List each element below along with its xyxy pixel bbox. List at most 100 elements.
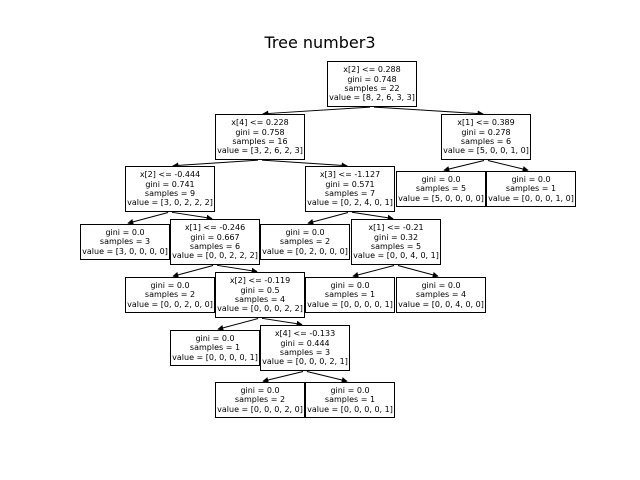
node-line: gini = 0.0 <box>330 385 370 395</box>
node-line: value = [0, 0, 4, 0, 0] <box>398 299 484 309</box>
node-line: samples = 4 <box>234 295 286 304</box>
node-line: value = [8, 2, 6, 3, 3] <box>329 93 415 103</box>
tree-edge <box>443 159 485 172</box>
node-line: samples = 3 <box>279 348 331 357</box>
node-line: x[2] <= 0.288 <box>343 65 401 75</box>
node-line: value = [5, 0, 0, 1, 0] <box>443 146 529 156</box>
tree-edge <box>352 265 395 278</box>
node-line: value = [3, 2, 6, 2, 3] <box>217 146 303 156</box>
node-line: value = [0, 0, 2, 2, 2] <box>172 251 258 261</box>
tree-edge <box>172 159 259 169</box>
node-line: gini = 0.0 <box>421 174 461 184</box>
node-line: gini = 0.0 <box>240 385 280 395</box>
node-line: value = [0, 2, 0, 0, 0] <box>262 246 348 256</box>
node-line: gini = 0.741 <box>145 179 195 189</box>
node-line: value = [0, 0, 0, 0, 1] <box>307 404 393 414</box>
tree-edge <box>217 318 259 331</box>
tree-edge <box>306 370 348 383</box>
node-line: value = [0, 0, 4, 0, 1] <box>353 251 439 261</box>
node-line: value = [0, 0, 0, 2, 1] <box>262 357 348 367</box>
node-line: x[4] <= 0.228 <box>231 118 289 128</box>
node-line: samples = 1 <box>189 343 241 353</box>
node-line: gini = 0.0 <box>330 280 370 290</box>
node-line: gini = 0.0 <box>421 280 461 290</box>
node-line: value = [3, 0, 2, 2, 2] <box>127 198 213 208</box>
node-line: samples = 7 <box>324 189 376 198</box>
node-line: samples = 2 <box>279 237 331 247</box>
node-line: value = [3, 0, 0, 0, 0] <box>82 246 168 256</box>
node-line: samples = 6 <box>189 242 241 251</box>
node-line: samples = 16 <box>232 137 288 146</box>
tree-edge <box>127 212 169 225</box>
node-line: x[1] <= -0.21 <box>368 223 424 233</box>
node-line: gini = 0.667 <box>190 232 240 242</box>
node-line: gini = 0.278 <box>461 127 511 137</box>
figure-title: Tree number3 <box>264 33 376 52</box>
node-line: samples = 5 <box>370 242 422 251</box>
node-line: samples = 22 <box>344 84 400 93</box>
node-line: x[3] <= -1.127 <box>319 170 381 180</box>
node-line: x[2] <= -0.444 <box>139 170 201 180</box>
node-line: gini = 0.571 <box>325 179 375 189</box>
node-line: samples = 6 <box>460 137 512 146</box>
node-line: value = [0, 0, 0, 0, 1] <box>172 352 258 362</box>
node-line: value = [0, 0, 0, 0, 1] <box>307 299 393 309</box>
node-line: x[1] <= 0.389 <box>457 118 515 128</box>
node-line: value = [5, 0, 0, 0, 0] <box>398 193 484 203</box>
tree-edge <box>171 211 213 221</box>
tree-edge <box>172 265 214 278</box>
tree-edge <box>373 106 484 117</box>
node-line: gini = 0.0 <box>511 174 551 184</box>
node-line: gini = 0.0 <box>285 227 325 237</box>
node-line: samples = 5 <box>415 184 467 194</box>
node-line: value = [0, 0, 2, 0, 0] <box>127 299 213 309</box>
node-line: gini = 0.758 <box>235 127 285 137</box>
node-line: samples = 1 <box>324 395 376 405</box>
node-line: gini = 0.32 <box>373 232 419 242</box>
node-line: value = [0, 0, 0, 2, 2] <box>217 304 303 314</box>
node-line: gini = 0.0 <box>195 333 235 343</box>
node-line: value = [0, 2, 4, 0, 1] <box>307 198 393 208</box>
tree-edge <box>262 106 371 117</box>
node-line: gini = 0.748 <box>347 74 397 84</box>
node-line: samples = 2 <box>144 290 196 300</box>
node-line: value = [0, 0, 0, 2, 0] <box>217 404 303 414</box>
tree-edge <box>397 265 439 278</box>
node-line: samples = 9 <box>144 189 196 198</box>
tree-edge <box>216 264 258 274</box>
node-line: gini = 0.0 <box>105 227 145 237</box>
node-line: gini = 0.5 <box>240 285 280 295</box>
node-line: x[2] <= -0.119 <box>229 276 291 286</box>
node-line: samples = 2 <box>234 395 286 405</box>
tree-edge <box>261 317 303 327</box>
node-line: x[4] <= -0.133 <box>274 329 336 339</box>
tree-edge <box>351 211 394 221</box>
tree-edge <box>487 159 529 172</box>
node-line: samples = 1 <box>505 184 557 194</box>
tree-edge <box>307 212 349 225</box>
node-line: x[1] <= -0.246 <box>184 223 246 233</box>
node-line: samples = 3 <box>99 237 151 247</box>
node-line: value = [0, 0, 0, 1, 0] <box>488 193 574 203</box>
